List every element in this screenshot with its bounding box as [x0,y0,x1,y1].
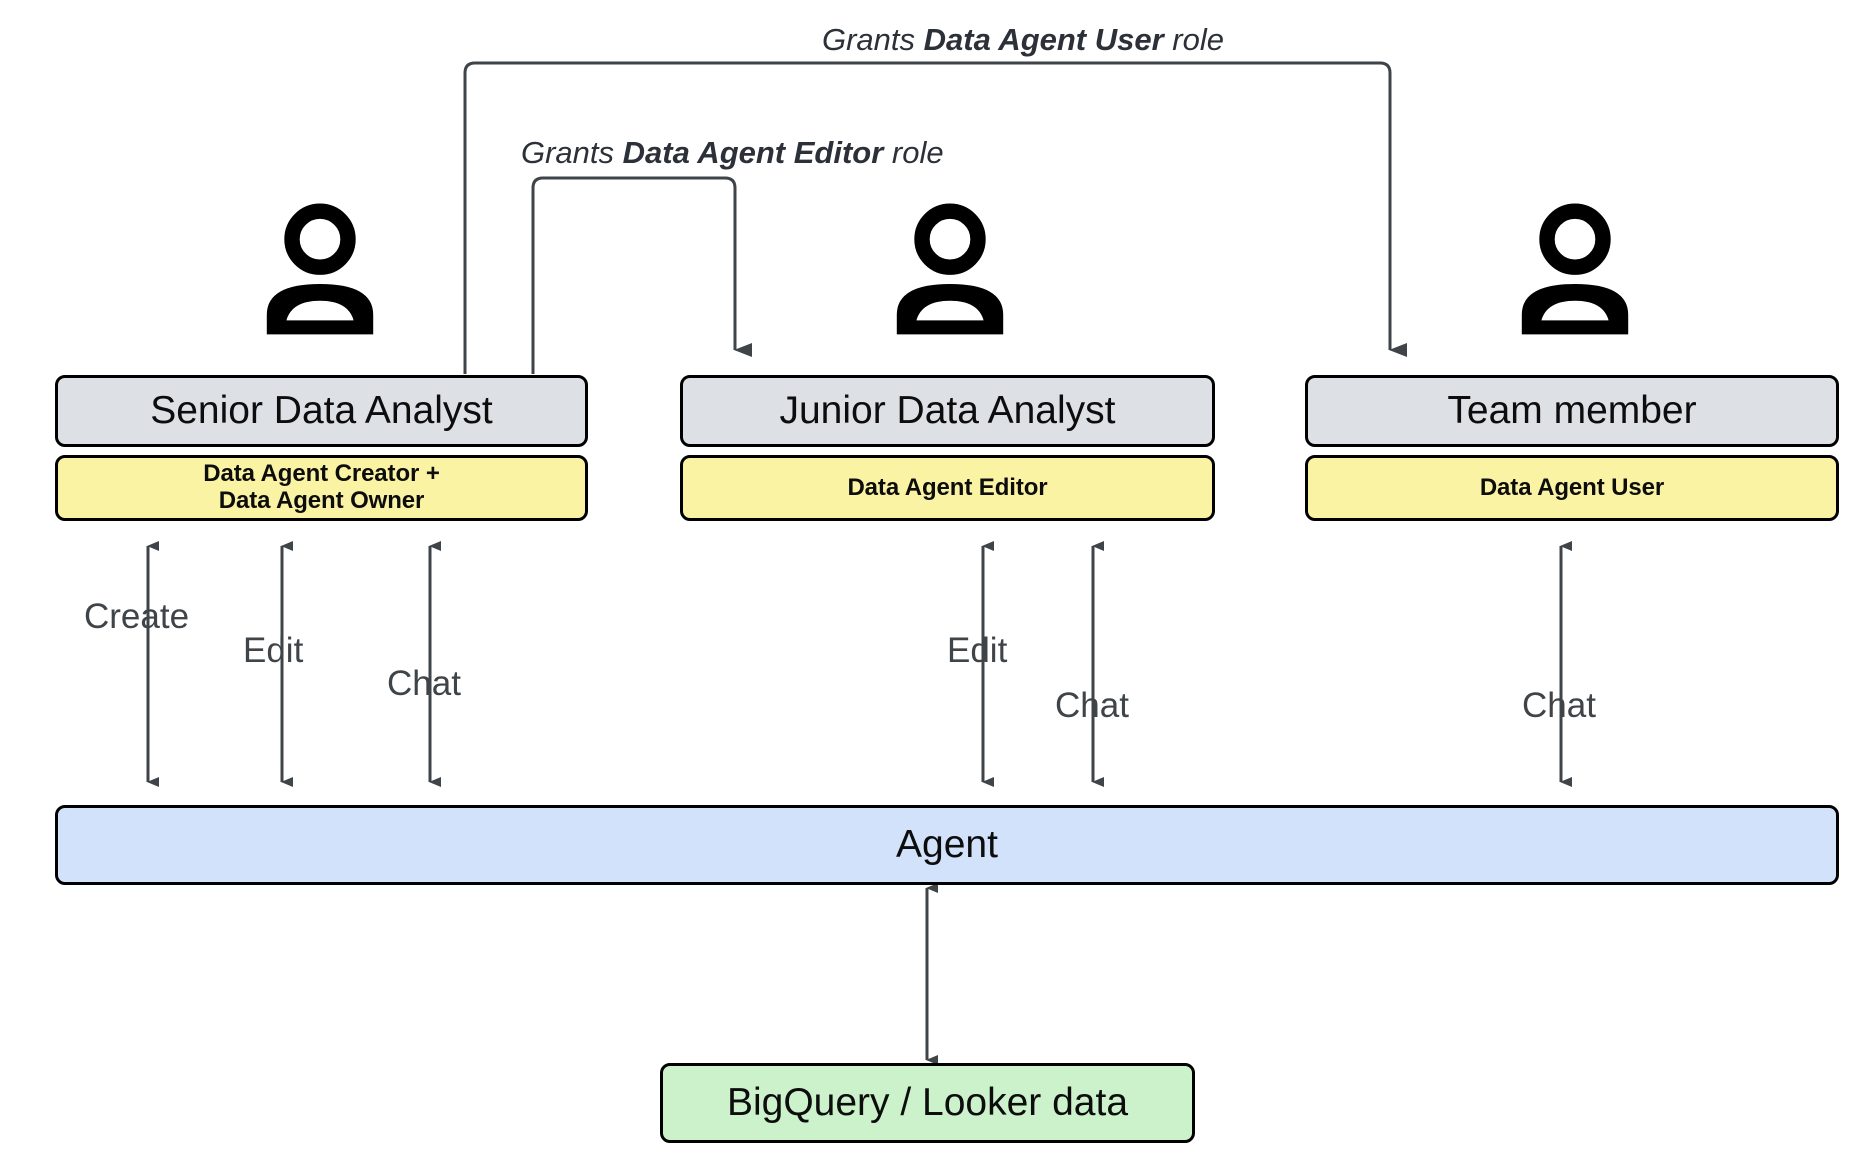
persona-title-label: Team member [1447,389,1697,433]
agent-node[interactable]: Agent [55,805,1839,885]
datasource-label: BigQuery / Looker data [726,1081,1129,1125]
grant-suffix: role [1163,22,1224,57]
person-icon-senior-analyst [250,200,390,340]
grant-label-junior-analyst: Grants Data Agent Editor role [521,135,944,171]
action-label-text: Chat [1055,686,1129,725]
permission-line-2: Data Agent Owner [218,487,425,514]
datasource-node[interactable]: BigQuery / Looker data [660,1063,1195,1143]
action-label-edit-junior: Edit [947,631,1007,671]
action-label-edit-senior: Edit [243,631,303,671]
action-label-create: Create [84,597,189,637]
person-icon-junior-analyst [880,200,1020,340]
persona-permission-team-member[interactable]: Data Agent User [1305,455,1839,521]
persona-title-label: Junior Data Analyst [779,389,1116,433]
action-label-text: Create [84,597,190,636]
permission-line-1: Data Agent Creator + [203,460,440,488]
grant-edge-junior-analyst [531,176,752,374]
action-label-chat-junior: Chat [1055,686,1129,726]
action-label-chat-team: Chat [1522,686,1596,726]
persona-title-junior-analyst[interactable]: Junior Data Analyst [680,375,1215,447]
persona-permission-senior-analyst[interactable]: Data Agent Creator + Data Agent Owner [55,455,588,521]
permission-line-1: Data Agent User [1479,473,1665,501]
persona-title-label: Senior Data Analyst [150,389,493,433]
action-label-chat-senior: Chat [387,664,461,704]
agent-label: Agent [896,823,998,867]
grant-label-team-member: Grants Data Agent User role [822,22,1224,58]
action-label-text: Edit [243,631,304,670]
persona-permission-junior-analyst[interactable]: Data Agent Editor [680,455,1215,521]
action-label-text: Edit [947,631,1008,670]
persona-title-team-member[interactable]: Team member [1305,375,1839,447]
grant-role: Data Agent Editor [622,135,884,170]
grant-prefix: Grants [822,22,924,57]
action-label-text: Chat [387,664,461,703]
persona-title-senior-analyst[interactable]: Senior Data Analyst [55,375,588,447]
permission-line-1: Data Agent Editor [847,473,1048,501]
action-label-text: Chat [1522,686,1596,725]
grant-prefix: Grants [521,135,623,170]
person-icon-team-member [1505,200,1645,340]
grant-suffix: role [883,135,944,170]
grant-role: Data Agent User [923,22,1164,57]
